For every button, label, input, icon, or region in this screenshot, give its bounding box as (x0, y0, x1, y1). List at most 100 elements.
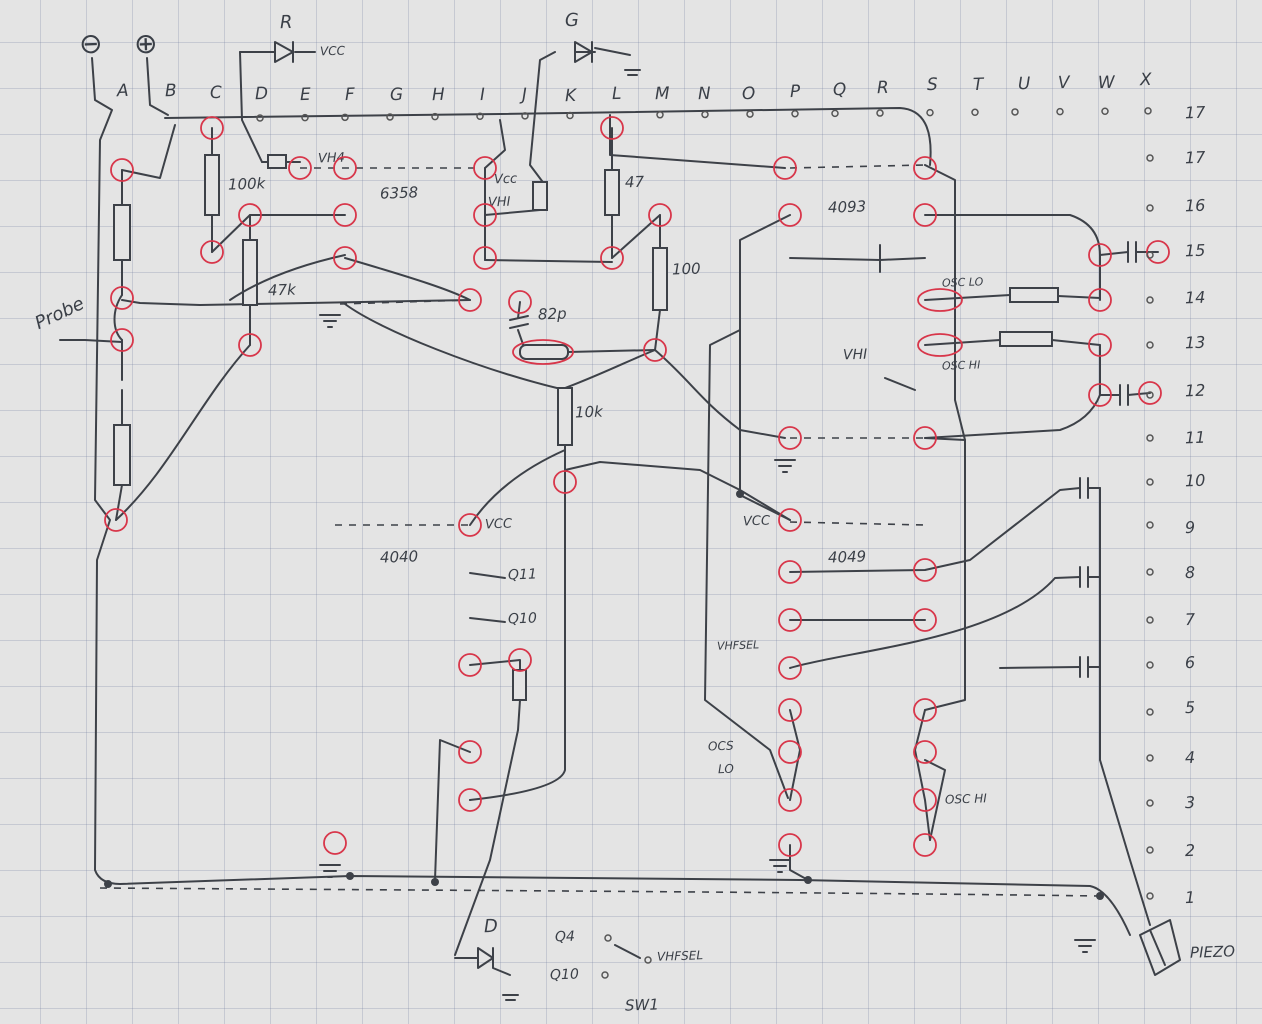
breadboard-hole (1146, 434, 1154, 442)
breadboard-hole (831, 109, 839, 118)
breadboard-hole (971, 108, 979, 117)
breadboard-hole (1146, 521, 1154, 529)
breadboard-hole (521, 112, 529, 120)
pin-ring (913, 833, 937, 857)
ground-symbol (502, 994, 519, 1001)
pin-ring (110, 328, 134, 352)
breadboard-hole (1146, 204, 1154, 212)
pin-ring (778, 560, 802, 584)
breadboard-hole (1011, 108, 1019, 116)
pin-ring (1138, 381, 1162, 405)
pin-ring (778, 788, 802, 812)
ground-symbol (774, 459, 796, 473)
breadboard-hole (1146, 296, 1154, 304)
pin-ring (917, 288, 963, 312)
pin-ring (913, 426, 937, 450)
breadboard-hole (791, 109, 799, 118)
resistor-a2 (113, 424, 131, 486)
breadboard-hole (1146, 478, 1154, 486)
breadboard-hole (1146, 661, 1154, 669)
breadboard-hole (301, 113, 309, 122)
breadboard-hole (431, 112, 439, 121)
resistor-a1 (113, 204, 131, 261)
resistor-100 (652, 247, 668, 311)
pin-ring (458, 513, 482, 537)
pin-ring (288, 156, 312, 180)
pin-ring (473, 203, 497, 227)
pin-ring (913, 608, 937, 632)
pin-ring (778, 426, 802, 450)
pin-ring (553, 470, 577, 494)
pin-ring (238, 333, 262, 357)
pin-ring (200, 116, 224, 140)
pin-ring (238, 203, 262, 227)
resistor-47 (604, 169, 620, 216)
breadboard-hole (1146, 616, 1154, 624)
breadboard-hole (926, 108, 934, 117)
pin-ring (200, 240, 224, 264)
pin-ring (778, 508, 802, 532)
breadboard-hole (1146, 846, 1154, 854)
breadboard-hole (876, 109, 884, 117)
breadboard-hole (1146, 799, 1154, 807)
resistor-100k (204, 154, 220, 216)
pin-ring (104, 508, 128, 532)
pin-ring (778, 833, 802, 857)
pin-ring (913, 156, 937, 180)
resistor-47k (242, 239, 258, 306)
pin-ring (913, 740, 937, 764)
breadboard-hole (1144, 107, 1152, 115)
resistor-osc-hi (999, 331, 1053, 347)
pin-ring (600, 116, 624, 140)
pin-ring (473, 246, 497, 270)
breadboard-hole (701, 110, 709, 119)
pin-ring (458, 788, 482, 812)
breadboard-hole (1146, 568, 1154, 576)
pin-ring (473, 156, 497, 180)
pin-ring (1146, 240, 1170, 264)
pin-ring (600, 246, 624, 270)
pin-ring (1088, 383, 1112, 407)
breadboard-hole (1146, 892, 1154, 900)
breadboard-hole (746, 110, 754, 118)
ground-symbol (319, 314, 341, 328)
breadboard-hole (566, 111, 574, 120)
breadboard-hole (656, 111, 664, 119)
breadboard-hole (1146, 391, 1154, 399)
pin-ring (512, 339, 574, 365)
breadboard-hole (1056, 107, 1064, 116)
pin-ring (458, 653, 482, 677)
breadboard-hole (1146, 708, 1154, 716)
pin-ring (508, 290, 532, 314)
pin-ring (1088, 333, 1112, 357)
pin-ring (917, 333, 963, 357)
breadboard-hole (1146, 154, 1154, 162)
pin-ring (333, 246, 357, 270)
pin-ring (778, 608, 802, 632)
pin-ring (1088, 288, 1112, 312)
pin-ring (778, 656, 802, 680)
pin-ring (778, 740, 802, 764)
pin-ring (773, 156, 797, 180)
ground-symbol (319, 864, 341, 878)
vhi-resistor (532, 181, 548, 211)
breadboard-hole (1101, 107, 1109, 115)
pin-ring (323, 831, 347, 855)
breadboard-hole (341, 113, 349, 122)
pin-ring (913, 558, 937, 582)
pin-ring (1088, 243, 1112, 267)
top-rail (164, 107, 932, 166)
pin-ring (110, 158, 134, 182)
breadboard-hole (1146, 341, 1154, 349)
breadboard-hole (1146, 251, 1154, 259)
ground-symbol (1074, 939, 1096, 953)
pin-ring (333, 156, 357, 180)
pin-ring (110, 286, 134, 310)
pin-ring (778, 203, 802, 227)
pin-ring (913, 788, 937, 812)
breadboard-hole (386, 113, 394, 121)
pin-ring (458, 740, 482, 764)
